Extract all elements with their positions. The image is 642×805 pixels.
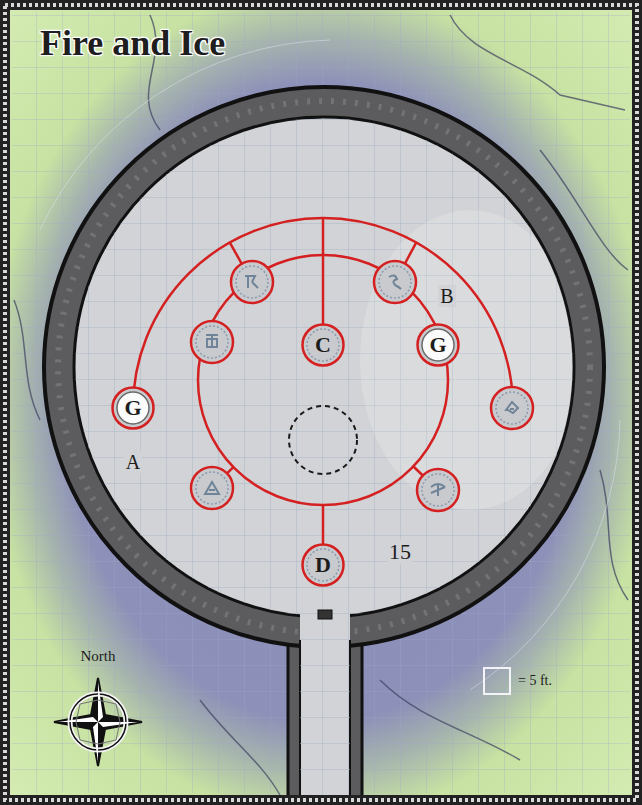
door [318, 610, 332, 619]
node-letter: D [315, 554, 331, 576]
scale-square [484, 668, 510, 694]
compass-star [98, 722, 138, 727]
position-label: B [438, 285, 455, 307]
compass-star [54, 678, 142, 766]
glyph-circle [374, 261, 416, 303]
glyph-circle [191, 321, 233, 363]
rune-glyph [206, 335, 218, 347]
marker-disc [117, 392, 149, 424]
glyph-ring [307, 549, 339, 581]
glyph-ring [196, 326, 228, 358]
glyph-ring [236, 266, 268, 298]
glyph-ring [379, 266, 411, 298]
glyph-ring [496, 392, 528, 424]
rune-glyph [389, 275, 401, 289]
compass-star [98, 682, 103, 722]
compass-star [58, 717, 98, 722]
glyph-circle [417, 469, 459, 511]
map-title: Fire and Ice [40, 22, 225, 64]
page-frame [5, 5, 637, 800]
compass-star [76, 700, 120, 744]
rune-glyph [245, 276, 258, 288]
compass-star [93, 722, 98, 762]
glyph-circle [231, 261, 273, 303]
position-label: A [124, 451, 142, 473]
node-letter: G [429, 334, 446, 356]
glyph-circle [191, 467, 233, 509]
rune-glyph [431, 484, 445, 496]
map-crack [380, 680, 520, 760]
map-crack [14, 300, 40, 420]
rune-glyph [506, 402, 518, 413]
map-crack [600, 470, 628, 600]
page-frame [5, 5, 637, 800]
node-letter: C [315, 334, 331, 356]
letter-circle: D [301, 543, 345, 587]
map-crack [450, 15, 625, 110]
glyph-circle [491, 387, 533, 429]
glyph-ring [307, 329, 339, 361]
scale-label: = 5 ft. [516, 673, 554, 688]
letter-circle: C [301, 323, 345, 367]
compass-label: North [79, 648, 118, 665]
rune-line [133, 218, 513, 408]
dashed-circle [289, 406, 357, 474]
marker-circle: G [416, 323, 460, 367]
node-circle [113, 388, 154, 429]
node-circle [303, 545, 344, 586]
floor-shine [360, 210, 580, 510]
rune-glyph [205, 482, 219, 494]
node-letter: G [124, 397, 141, 419]
node-circle [418, 325, 459, 366]
room-number: 15 [387, 540, 413, 564]
glyph-ring [196, 472, 228, 504]
map-crack [200, 700, 280, 795]
node-circle [303, 325, 344, 366]
marker-disc [422, 329, 454, 361]
glyph-ring [422, 474, 454, 506]
marker-circle: G [111, 386, 155, 430]
